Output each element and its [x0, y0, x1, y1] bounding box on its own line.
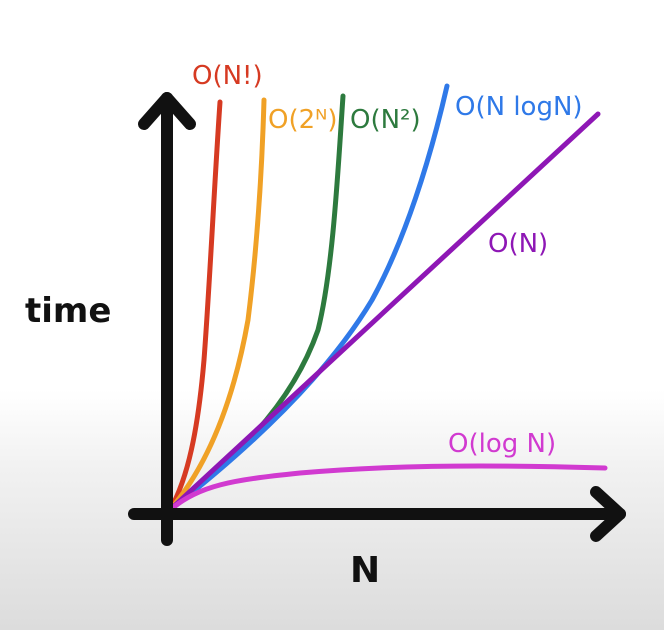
axes [128, 92, 626, 546]
x-axis-arrowhead [590, 486, 626, 542]
series-curves [167, 83, 608, 513]
label-logarithmic: O(log N) [448, 429, 556, 459]
x-axis-label: N [350, 550, 380, 591]
label-factorial: O(N!) [192, 61, 263, 91]
series-labels: O(N!)O(2ᴺ) O(N²) O(N logN) O(N) O(log N) [192, 61, 583, 459]
curve-quadratic [167, 93, 346, 513]
y-axis-arrowhead [138, 92, 196, 130]
label-quadratic: O(N²) [350, 105, 421, 135]
label-linear: O(N) [488, 229, 548, 259]
curve-linearithmic [167, 83, 450, 513]
curve-linear [167, 111, 601, 513]
y-axis-label: time [25, 291, 111, 331]
curve-factorial [167, 99, 223, 513]
label-linearithmic: O(N logN) [455, 92, 583, 122]
curve-exponential [167, 97, 267, 513]
curve-logarithmic [167, 463, 608, 513]
label-exponential: O(2ᴺ) [268, 105, 338, 135]
